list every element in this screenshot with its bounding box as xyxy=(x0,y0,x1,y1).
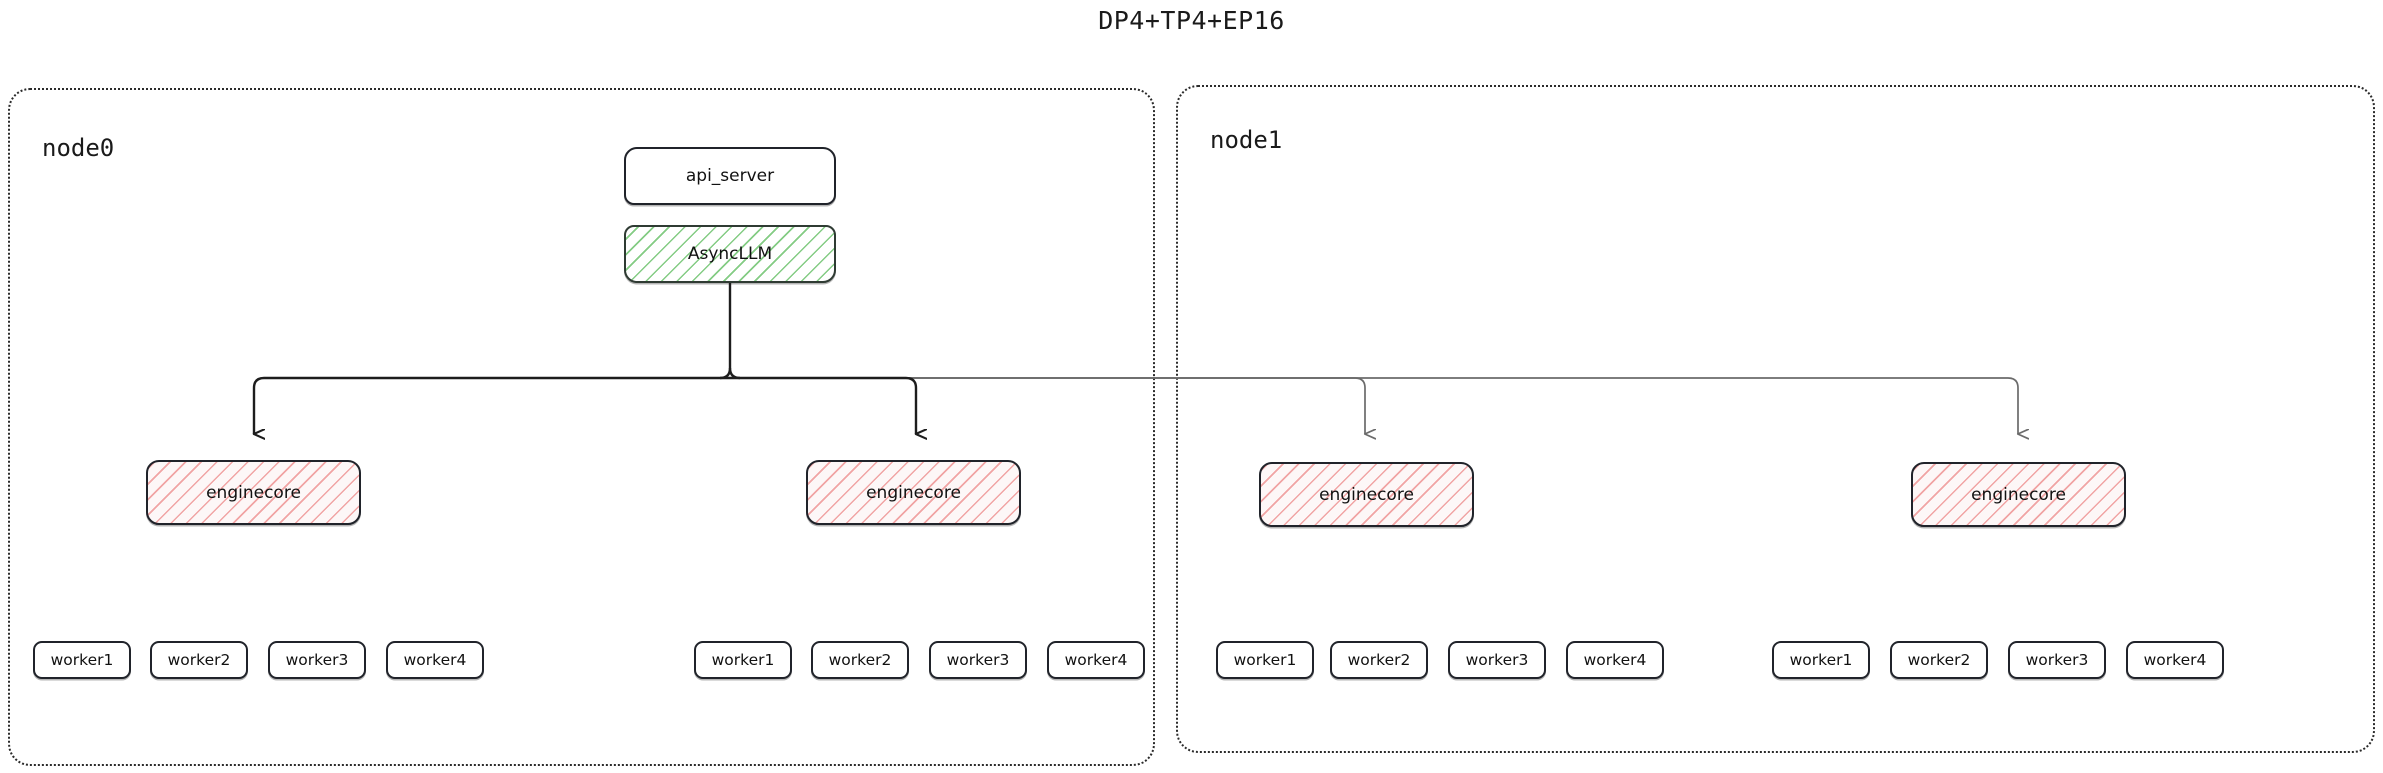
worker-box-node0-2-4[interactable]: worker4 xyxy=(1047,641,1145,679)
worker-box-node0-1-3[interactable]: worker3 xyxy=(268,641,366,679)
worker-box-node0-2-1[interactable]: worker1 xyxy=(694,641,792,679)
enginecore-box-node0-2[interactable]: enginecore xyxy=(806,460,1021,525)
worker-box-node1-1-3[interactable]: worker3 xyxy=(1448,641,1546,679)
worker-box-node0-1-2[interactable]: worker2 xyxy=(150,641,248,679)
enginecore-box-node1-2[interactable]: enginecore xyxy=(1911,462,2126,527)
enginecore-box-node0-1[interactable]: enginecore xyxy=(146,460,361,525)
node-label-node0: node0 xyxy=(42,134,115,162)
worker-box-node1-1-1[interactable]: worker1 xyxy=(1216,641,1314,679)
asyncllm-box[interactable]: AsyncLLM xyxy=(624,225,836,283)
worker-box-node1-2-1[interactable]: worker1 xyxy=(1772,641,1870,679)
worker-box-node0-2-3[interactable]: worker3 xyxy=(929,641,1027,679)
api-server-box[interactable]: api_server xyxy=(624,147,836,205)
node-label-node1: node1 xyxy=(1210,126,1283,154)
page-title: DP4+TP4+EP16 xyxy=(1098,6,1285,35)
enginecore-box-node1-1[interactable]: enginecore xyxy=(1259,462,1474,527)
worker-box-node1-1-2[interactable]: worker2 xyxy=(1330,641,1428,679)
worker-box-node1-2-4[interactable]: worker4 xyxy=(2126,641,2224,679)
worker-box-node1-2-3[interactable]: worker3 xyxy=(2008,641,2106,679)
worker-box-node0-1-4[interactable]: worker4 xyxy=(386,641,484,679)
worker-box-node0-1-1[interactable]: worker1 xyxy=(33,641,131,679)
worker-box-node0-2-2[interactable]: worker2 xyxy=(811,641,909,679)
worker-box-node1-2-2[interactable]: worker2 xyxy=(1890,641,1988,679)
worker-box-node1-1-4[interactable]: worker4 xyxy=(1566,641,1664,679)
